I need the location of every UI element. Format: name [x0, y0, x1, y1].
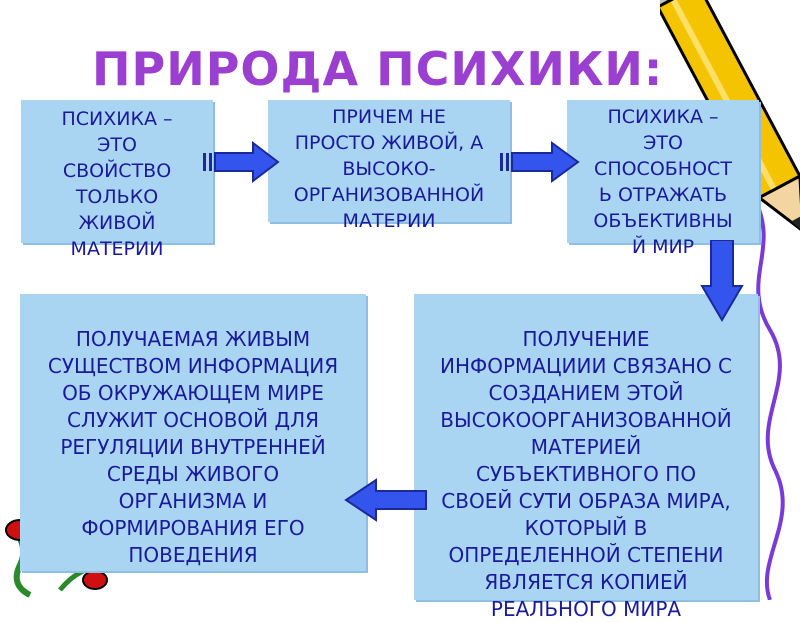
box-psyche-property-text: ПСИХИКА – ЭТО СВОЙСТВО ТОЛЬКО ЖИВОЙ МАТЕ…: [61, 108, 173, 260]
box-psyche-reflect-ability: ПСИХИКА – ЭТО СПОСОБНОСТ Ь ОТРАЖАТЬ ОБЪЕ…: [567, 100, 759, 258]
box-subjective-image-text: ПОЛУЧЕНИЕ ИНФОРМАЦИИИ СВЯЗАНО С СОЗДАНИЕ…: [440, 327, 732, 621]
box-psyche-property: ПСИХИКА – ЭТО СВОЙСТВО ТОЛЬКО ЖИВОЙ МАТЕ…: [21, 100, 213, 260]
box-information-regulation-text: ПОЛУЧАЕМАЯ ЖИВЫМ СУЩЕСТВОМ ИНФОРМАЦИЯ ОБ…: [47, 327, 339, 567]
arrow-down: [700, 240, 744, 322]
arrow-left: [344, 478, 427, 522]
arrow-right-2: [500, 141, 580, 183]
page-title: ПРИРОДА ПСИХИКИ:: [92, 42, 664, 96]
box-information-regulation: ПОЛУЧАЕМАЯ ЖИВЫМ СУЩЕСТВОМ ИНФОРМАЦИЯ ОБ…: [20, 294, 366, 571]
box-highly-organized-matter-text: ПРИЧЕМ НЕ ПРОСТО ЖИВОЙ, А ВЫСОКО- ОРГАНИ…: [293, 106, 485, 232]
box-highly-organized-matter: ПРИЧЕМ НЕ ПРОСТО ЖИВОЙ, А ВЫСОКО- ОРГАНИ…: [268, 100, 510, 232]
box-subjective-image: ПОЛУЧЕНИЕ ИНФОРМАЦИИИ СВЯЗАНО С СОЗДАНИЕ…: [414, 294, 758, 621]
box-psyche-reflect-ability-text: ПСИХИКА – ЭТО СПОСОБНОСТ Ь ОТРАЖАТЬ ОБЪЕ…: [593, 106, 733, 258]
arrow-right-1: [203, 140, 280, 184]
